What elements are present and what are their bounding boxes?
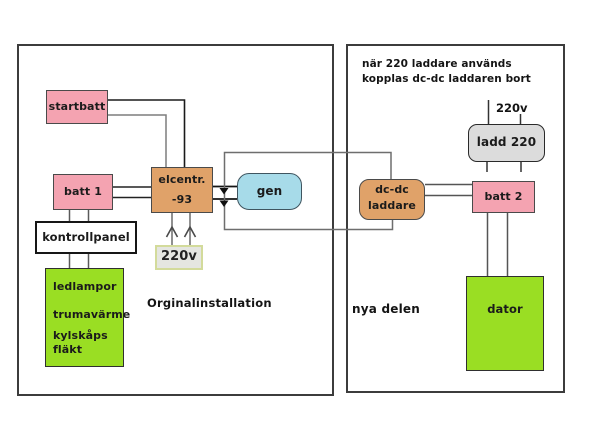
node-load-box: ledlampor trumavärme kylskåps fläkt: [45, 268, 130, 367]
label-220v-feed: 220v: [496, 101, 528, 115]
node-ladd220: ladd 220: [468, 124, 545, 162]
batt2-label: batt 2: [484, 189, 523, 203]
wire-220v-ladd220: [487, 100, 522, 124]
wire-batt2-dator: [486, 213, 509, 276]
right-panel-frame: [346, 44, 565, 393]
node-220v-outlet: 220v: [155, 245, 203, 270]
dator-label: dator: [487, 302, 523, 316]
load-line-flakt: fläkt: [53, 342, 83, 356]
node-batt1: batt 1: [53, 174, 113, 210]
wire-ladd220-stubs: [486, 162, 522, 172]
elcentral-label-line2: -93: [171, 192, 193, 206]
wire-startbatt-elcentral-2: [108, 114, 167, 167]
chevron-up-arrow-icon: [165, 225, 197, 238]
kontrollpanel-label: kontrollpanel: [42, 229, 130, 244]
wire-batt1-kontrollpanel: [68, 210, 90, 221]
caption-nya-delen: nya delen: [352, 302, 420, 316]
left-panel-frame: [17, 44, 334, 396]
arrow-down-icon: [219, 188, 229, 195]
elcentral-label-line1: elcentr.: [158, 173, 206, 186]
node-dcdc-laddare: dc-dc laddare: [359, 179, 425, 220]
node-startbatt: startbatt: [46, 90, 108, 124]
wire-startbatt-elcentral-1: [108, 99, 186, 167]
node-kontrollpanel: kontrollpanel: [35, 221, 137, 254]
node-elcentral: elcentr. -93: [151, 167, 213, 213]
node-dator: dator: [466, 276, 544, 371]
batt1-label: batt 1: [64, 184, 102, 198]
wire-elcentral-220v: [171, 213, 191, 245]
gen-label: gen: [256, 183, 283, 198]
wire-kontrollpanel-load: [68, 254, 90, 268]
wire-batt1-elcentral: [113, 186, 151, 199]
note-line1: när 220 laddare används: [362, 58, 512, 70]
wire-dcdc-batt2: [425, 183, 472, 197]
outlet-220v-label: 220v: [160, 249, 197, 265]
load-line-trumavarme: trumavärme: [53, 307, 131, 321]
load-line-kylskaps: kylskåps: [53, 329, 108, 343]
note-line2: kopplas dc-dc laddaren bort: [362, 73, 531, 85]
load-line-ledlampor: ledlampor: [53, 280, 117, 293]
dcdc-label-line1: dc-dc: [375, 183, 409, 196]
caption-orginalinstallation: Orginalinstallation: [147, 296, 272, 310]
arrow-down-icon: [219, 200, 229, 207]
ladd220-label: ladd 220: [476, 135, 537, 150]
right-panel-note: när 220 laddare används kopplas dc-dc la…: [362, 57, 531, 87]
dcdc-label-line2: laddare: [368, 198, 416, 212]
node-gen: gen: [237, 173, 302, 210]
startbatt-label: startbatt: [48, 99, 106, 113]
node-batt2: batt 2: [472, 181, 535, 213]
